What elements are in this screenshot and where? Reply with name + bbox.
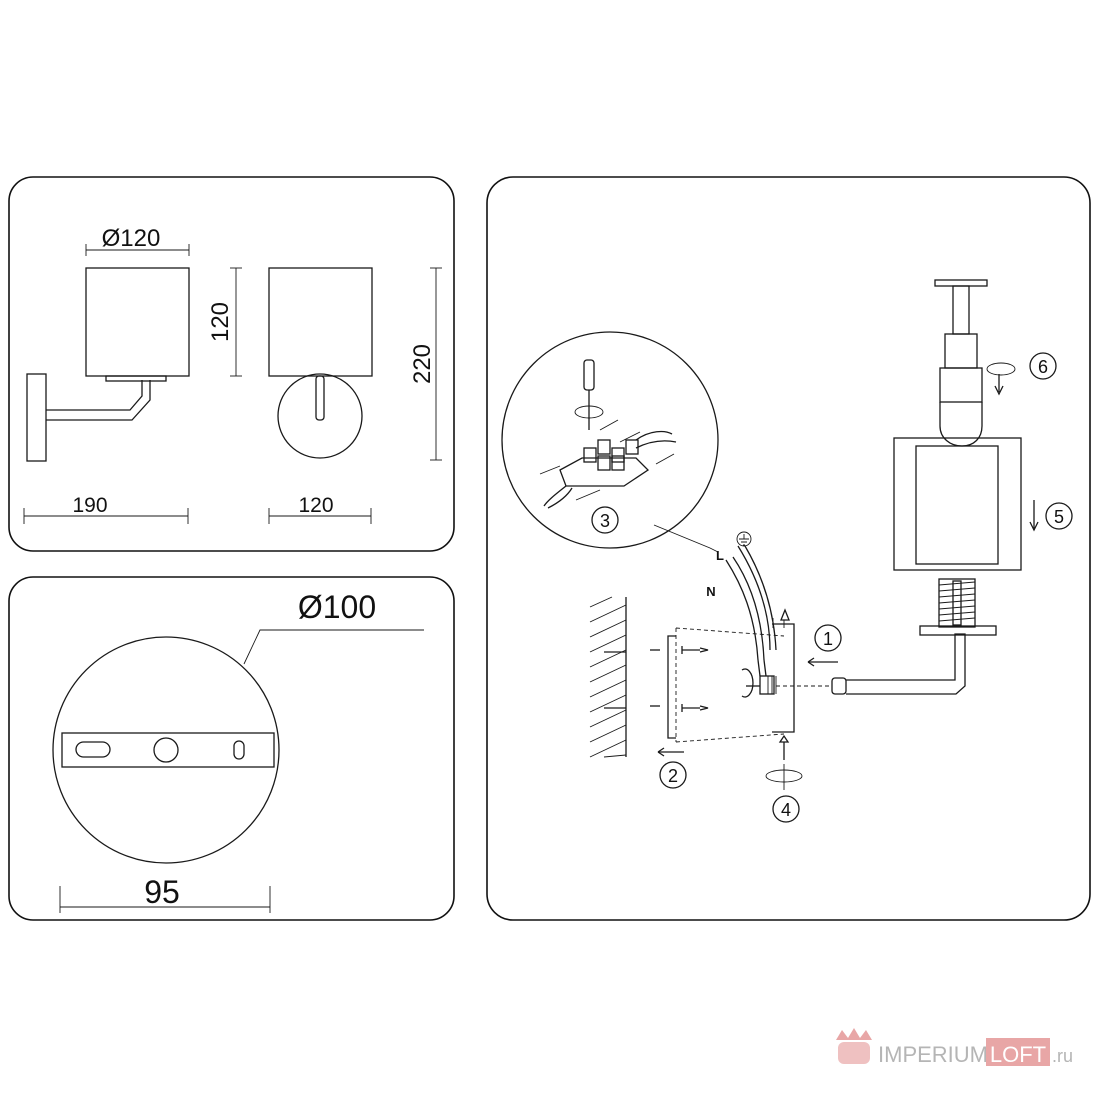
step-3-number: 3 bbox=[600, 511, 610, 531]
step-markers bbox=[657, 734, 803, 790]
dimensions-panel: Ø120 120 220 190 120 bbox=[8, 176, 455, 552]
step-5-number: 5 bbox=[1054, 507, 1064, 527]
top-fitting bbox=[934, 279, 1016, 447]
step-4-number: 4 bbox=[781, 800, 791, 820]
step-3-badge bbox=[591, 506, 619, 534]
step-1-number: 1 bbox=[823, 629, 833, 649]
front-view bbox=[268, 267, 373, 459]
wires: L N bbox=[706, 531, 790, 677]
base-panel: Ø100 95 bbox=[8, 576, 455, 921]
step-6-number: 6 bbox=[1038, 357, 1048, 377]
shade-diameter-label: Ø120 bbox=[102, 225, 161, 252]
front-width-label: 120 bbox=[298, 494, 333, 517]
watermark-brand-loft: LOFT bbox=[990, 1042, 1046, 1067]
step-6-badge bbox=[1029, 352, 1057, 380]
step-1-badge bbox=[814, 624, 842, 652]
lamp-arm bbox=[807, 578, 997, 695]
step-badges: 1 2 3 4 5 6 bbox=[591, 352, 1073, 823]
crown-logo-icon bbox=[836, 1028, 872, 1064]
total-height-label: 220 bbox=[409, 344, 436, 384]
watermark-tld: .ru bbox=[1052, 1046, 1073, 1066]
watermark-brand-imperium: IMPERIUM bbox=[878, 1042, 988, 1067]
mounting-bracket bbox=[650, 623, 830, 743]
watermark-loft-box bbox=[986, 1038, 1050, 1066]
plate-width-label: 95 bbox=[144, 874, 180, 910]
neutral-wire-label: N bbox=[706, 584, 715, 599]
installation-panel: L N bbox=[486, 176, 1091, 921]
dimension-lines bbox=[23, 244, 442, 524]
step-2-number: 2 bbox=[668, 766, 678, 786]
terminal-block-detail bbox=[501, 331, 719, 553]
side-view bbox=[26, 267, 190, 462]
step-2-badge bbox=[659, 761, 687, 789]
step-4-badge bbox=[772, 795, 800, 823]
base-diameter-label: Ø100 bbox=[298, 589, 376, 625]
projection-label: 190 bbox=[72, 494, 107, 517]
shade-height-label: 120 bbox=[207, 302, 234, 342]
step-5-badge bbox=[1045, 502, 1073, 530]
live-wire-label: L bbox=[716, 548, 724, 563]
watermark: IMPERIUM LOFT .ru bbox=[836, 1028, 1073, 1067]
wall-hatching bbox=[589, 596, 627, 758]
